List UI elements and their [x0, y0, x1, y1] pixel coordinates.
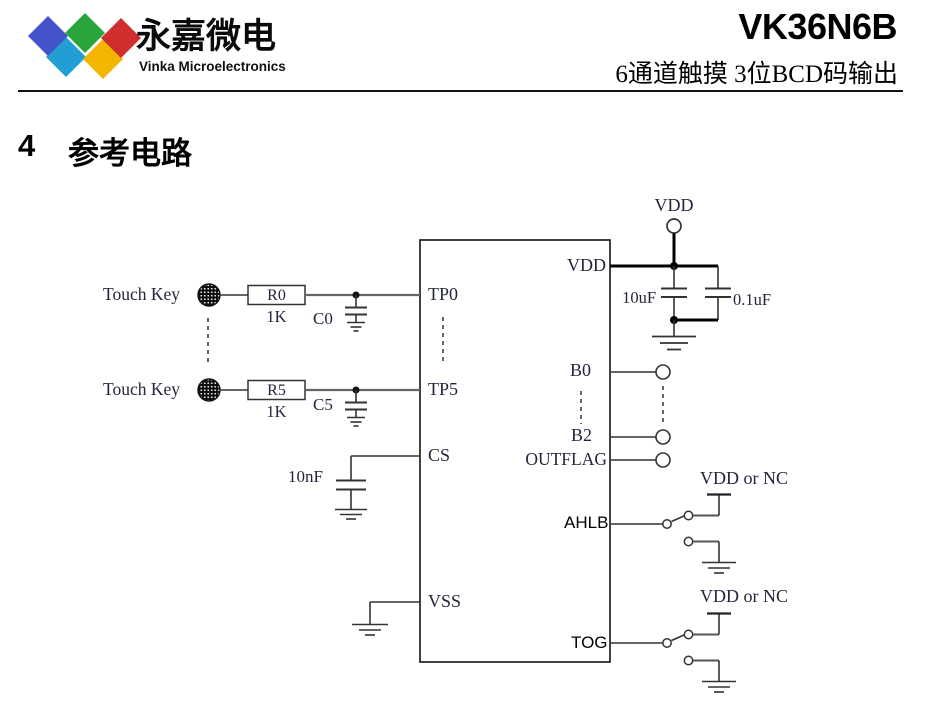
pin-label-tog: TOG — [571, 633, 608, 652]
brand-name-cn: 永嘉微电 — [136, 17, 277, 56]
pin-label-tp5: TP5 — [428, 379, 459, 399]
pin-label-tp0: TP0 — [428, 284, 459, 304]
vdd-net — [610, 218, 731, 351]
part-subtitle: 6通道触摸 3位BCD码输出 — [615, 61, 898, 88]
ground-icon — [335, 508, 367, 520]
b0-terminal — [655, 364, 671, 380]
ahlb-switch-icon — [610, 493, 736, 574]
bypass-cap-value: 0.1uF — [733, 290, 772, 309]
resistor-value-r0: 1K — [266, 307, 287, 326]
pin-label-ahlb: AHLB — [564, 513, 609, 532]
ic-body — [419, 239, 611, 663]
ground-icon — [352, 623, 388, 636]
ground-icon — [702, 680, 736, 693]
resistor-label-r0: R0 — [267, 287, 286, 304]
pin-label-b2: B2 — [571, 425, 593, 445]
section-number: 4 — [18, 128, 36, 163]
brand-name-en: Vinka Microelectronics — [139, 59, 286, 74]
capacitor-label-c0: C0 — [313, 309, 333, 328]
capacitor-symbol — [661, 287, 687, 298]
touch-pad-icon — [197, 378, 221, 402]
bulk-cap-value: 10uF — [622, 288, 656, 307]
ground-icon — [347, 416, 365, 427]
ground-icon — [347, 321, 365, 332]
ground-icon — [702, 561, 736, 574]
logo-diamond-green — [65, 13, 105, 53]
logo-diamond-blue — [28, 16, 68, 56]
pin-label-cs: CS — [428, 445, 451, 465]
pin-label-outflag: OUTFLAG — [525, 449, 607, 469]
resistor-value-r5: 1K — [266, 402, 287, 421]
pin-label-b0: B0 — [570, 360, 592, 380]
capacitor-symbol — [705, 287, 731, 298]
output-terminals — [610, 364, 671, 468]
vdd-or-nc-label-tog: VDD or NC — [700, 586, 788, 606]
b2-terminal — [655, 429, 671, 445]
header-divider — [18, 90, 903, 92]
vdd-terminal — [666, 218, 682, 234]
ground-icon — [652, 335, 696, 351]
touch-key-label-1: Touch Key — [103, 379, 181, 399]
section-title: 参考电路 — [68, 136, 192, 171]
capacitor-symbol — [345, 306, 367, 316]
part-number: VK36N6B — [738, 6, 897, 47]
cs-capacitor-value: 10nF — [288, 467, 323, 486]
vss-net — [352, 601, 420, 636]
touch-key-row-1 — [197, 378, 420, 427]
capacitor-symbol — [336, 479, 366, 491]
header: 永嘉微电 Vinka Microelectronics VK36N6B 6通道触… — [0, 0, 926, 100]
touch-pad-icon — [197, 283, 221, 307]
resistor-label-r5: R5 — [267, 382, 286, 399]
vdd-supply-label: VDD — [654, 195, 694, 215]
tog-switch-icon — [610, 612, 736, 693]
touch-key-label-0: Touch Key — [103, 284, 181, 304]
vinka-logo-icon — [28, 13, 141, 79]
touch-key-row-0 — [197, 283, 420, 332]
logo-diamond-red — [101, 18, 141, 58]
pin-label-vss: VSS — [428, 591, 462, 611]
capacitor-label-c5: C5 — [313, 395, 333, 414]
cs-net — [335, 455, 420, 520]
outflag-terminal — [655, 452, 671, 468]
capacitor-symbol — [345, 401, 367, 411]
vdd-or-nc-label-ahlb: VDD or NC — [700, 468, 788, 488]
pin-label-vdd: VDD — [567, 255, 606, 275]
